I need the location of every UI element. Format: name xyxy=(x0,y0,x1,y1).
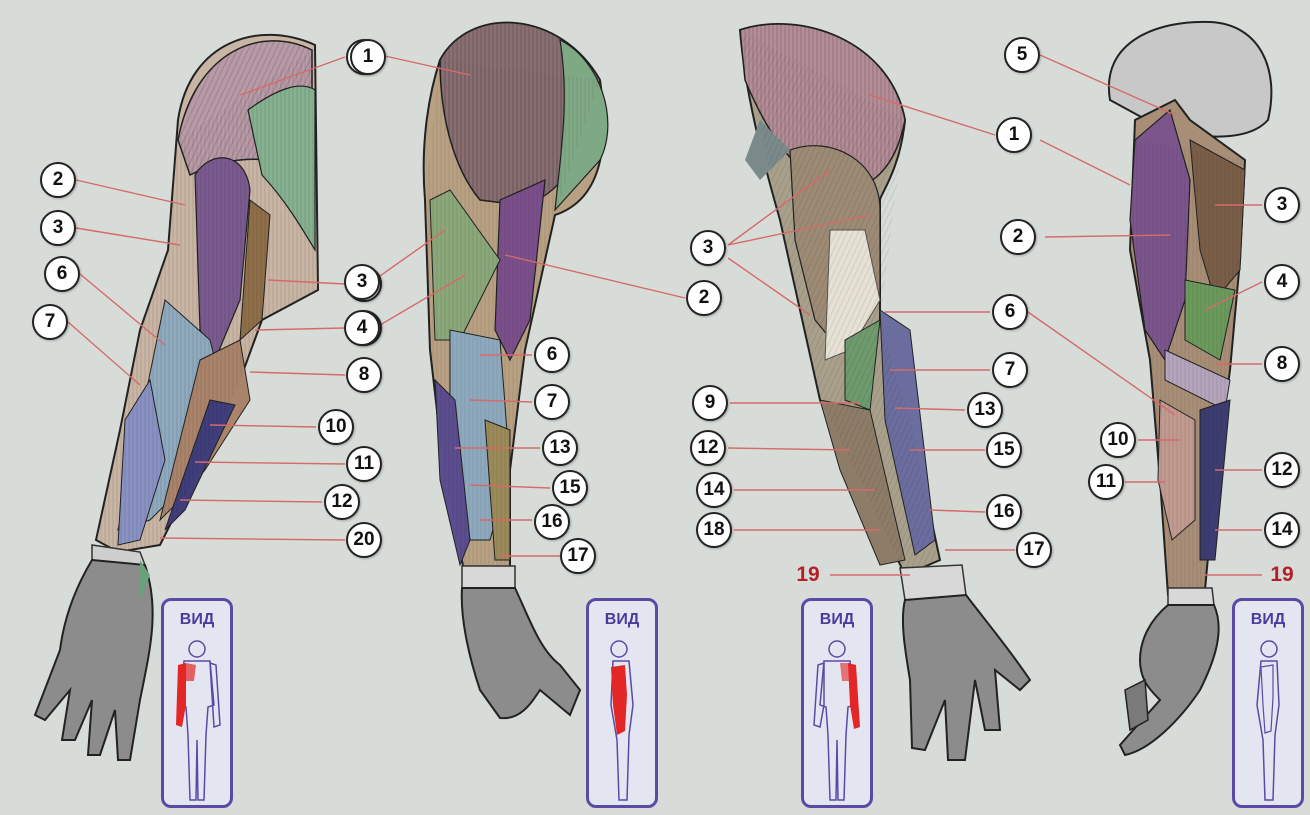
marker-4: 4 xyxy=(1264,264,1300,300)
marker-2: 2 xyxy=(686,280,722,316)
marker-17: 17 xyxy=(560,538,596,574)
marker-6: 6 xyxy=(992,294,1028,330)
marker-14: 14 xyxy=(1264,512,1300,548)
view-label: ВИД xyxy=(164,611,230,629)
marker-1: 1 xyxy=(996,117,1032,153)
marker-8: 8 xyxy=(346,357,382,393)
view-front-box: ВИД xyxy=(161,598,233,808)
view-label: ВИД xyxy=(1235,611,1301,629)
marker-3: 3 xyxy=(40,210,76,246)
marker-7: 7 xyxy=(534,384,570,420)
marker-6: 6 xyxy=(44,256,80,292)
view-side-box-2: ВИД xyxy=(1232,598,1304,808)
marker-13: 13 xyxy=(542,430,578,466)
marker-7: 7 xyxy=(992,352,1028,388)
marker-19: 19 xyxy=(790,557,826,593)
marker-3: 3 xyxy=(344,264,380,300)
view-label: ВИД xyxy=(589,611,655,629)
marker-12: 12 xyxy=(690,430,726,466)
arm-lateral-figure xyxy=(424,23,608,719)
marker-5: 5 xyxy=(1004,37,1040,73)
marker-20: 20 xyxy=(346,522,382,558)
body-front-icon xyxy=(164,635,230,805)
marker-15: 15 xyxy=(552,470,588,506)
marker-10: 10 xyxy=(1100,422,1136,458)
body-back-icon xyxy=(804,635,870,805)
marker-17: 17 xyxy=(1016,532,1052,568)
marker-2: 2 xyxy=(1000,219,1036,255)
marker-15: 15 xyxy=(986,432,1022,468)
marker-19: 19 xyxy=(1264,557,1300,593)
marker-16: 16 xyxy=(986,494,1022,530)
marker-9: 9 xyxy=(692,385,728,421)
marker-12: 12 xyxy=(1264,452,1300,488)
marker-2: 2 xyxy=(40,162,76,198)
marker-8: 8 xyxy=(1264,346,1300,382)
marker-10: 10 xyxy=(318,409,354,445)
marker-18: 18 xyxy=(696,512,732,548)
marker-6: 6 xyxy=(534,337,570,373)
marker-1: 1 xyxy=(350,39,386,75)
body-side-icon xyxy=(589,635,655,805)
view-side-box-1: ВИД xyxy=(586,598,658,808)
marker-11: 11 xyxy=(1088,464,1124,500)
body-side-outline-icon xyxy=(1235,635,1301,805)
marker-3: 3 xyxy=(690,230,726,266)
view-label: ВИД xyxy=(804,611,870,629)
marker-14: 14 xyxy=(696,472,732,508)
view-back-box: ВИД xyxy=(801,598,873,808)
marker-16: 16 xyxy=(534,504,570,540)
marker-3: 3 xyxy=(1264,187,1300,223)
marker-4: 4 xyxy=(344,310,380,346)
marker-13: 13 xyxy=(967,392,1003,428)
marker-7: 7 xyxy=(32,304,68,340)
marker-11: 11 xyxy=(346,446,382,482)
marker-12: 12 xyxy=(324,484,360,520)
